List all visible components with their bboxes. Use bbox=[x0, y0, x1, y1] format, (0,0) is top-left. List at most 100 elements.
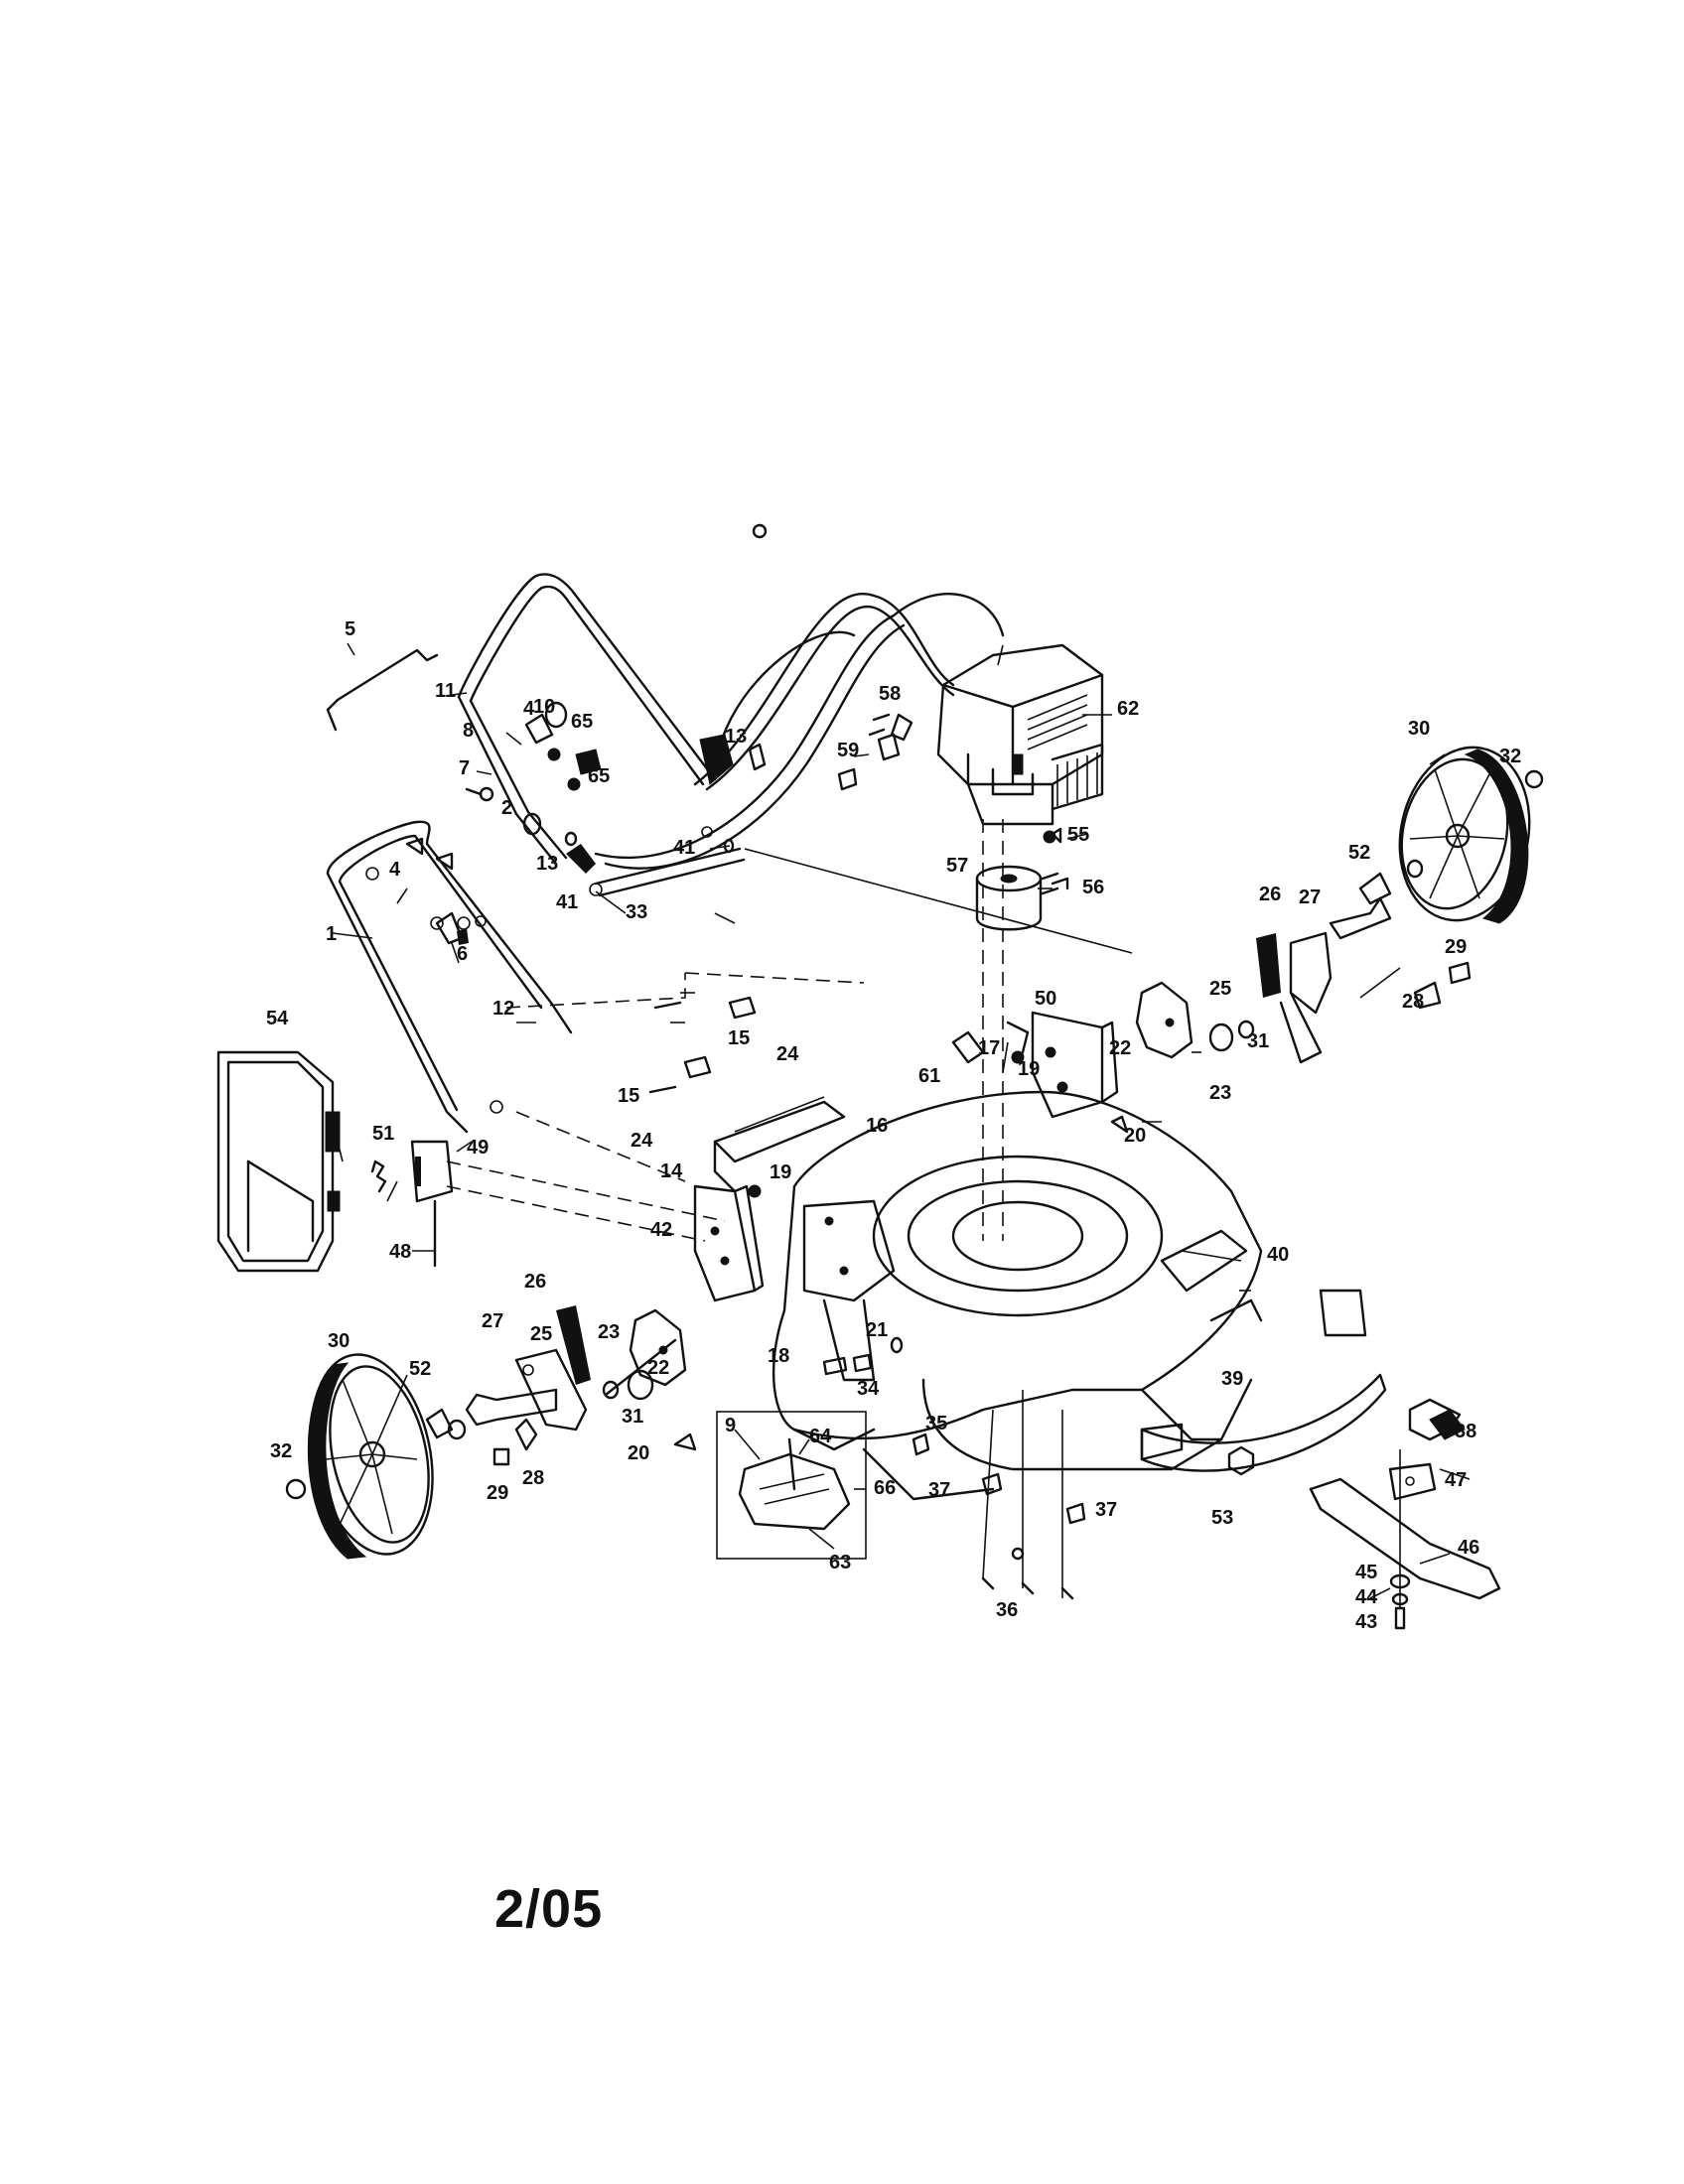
callout-26b: 26 bbox=[524, 1271, 546, 1293]
engine-drawing bbox=[936, 643, 1104, 826]
callout-31b: 31 bbox=[622, 1406, 643, 1428]
wire-rod-drawing bbox=[326, 648, 439, 732]
key-and-plug-drawing bbox=[868, 713, 1069, 890]
callout-41a: 41 bbox=[673, 837, 695, 859]
callout-38: 38 bbox=[1455, 1421, 1476, 1442]
mower-deck-drawing bbox=[772, 1090, 1263, 1501]
callout-57: 57 bbox=[946, 855, 968, 877]
spring-and-bracket-drawing bbox=[370, 1140, 454, 1268]
callout-51: 51 bbox=[372, 1123, 394, 1145]
callout-28b: 28 bbox=[522, 1467, 544, 1489]
left-height-adjuster-drawing bbox=[285, 1305, 687, 1500]
right-wheel-drawing bbox=[1398, 746, 1531, 924]
callout-19a: 19 bbox=[1018, 1058, 1040, 1080]
callout-24b: 24 bbox=[631, 1130, 653, 1152]
callout-48: 48 bbox=[389, 1241, 411, 1263]
callout-22b: 22 bbox=[647, 1357, 669, 1379]
callout-23a: 23 bbox=[1209, 1082, 1231, 1104]
callout-7: 7 bbox=[459, 757, 470, 779]
callout-28a: 28 bbox=[1402, 991, 1424, 1013]
callout-56: 56 bbox=[1082, 877, 1104, 898]
callout-24a: 24 bbox=[776, 1043, 799, 1065]
callout-61: 61 bbox=[918, 1065, 940, 1087]
callout-labels: 1 2 4 4 5 6 7 8 9 10 11 12 13 13 14 15 1… bbox=[266, 618, 1521, 1633]
callout-12: 12 bbox=[492, 998, 514, 1020]
callout-43: 43 bbox=[1355, 1611, 1377, 1633]
callout-46: 46 bbox=[1458, 1537, 1479, 1559]
callout-44: 44 bbox=[1355, 1586, 1378, 1608]
callout-10: 10 bbox=[533, 696, 555, 718]
callout-52b: 52 bbox=[409, 1358, 431, 1380]
callout-55: 55 bbox=[1067, 824, 1089, 846]
callout-31a: 31 bbox=[1247, 1030, 1269, 1052]
callout-35: 35 bbox=[925, 1413, 947, 1434]
date-code: 2/05 bbox=[494, 1879, 604, 1939]
callout-33: 33 bbox=[626, 901, 647, 923]
cable-control-kit-drawing bbox=[716, 1411, 867, 1560]
callout-65a: 65 bbox=[571, 711, 593, 733]
callout-30b: 30 bbox=[328, 1330, 350, 1352]
fasteners-drawing bbox=[405, 523, 1129, 1600]
callout-17: 17 bbox=[978, 1037, 1000, 1059]
callout-18: 18 bbox=[768, 1345, 789, 1367]
callout-30a: 30 bbox=[1408, 718, 1430, 740]
callout-23b: 23 bbox=[598, 1321, 620, 1343]
callout-34: 34 bbox=[857, 1378, 880, 1400]
callout-6: 6 bbox=[457, 943, 468, 965]
callout-leaders bbox=[332, 642, 1471, 1599]
callout-37a: 37 bbox=[928, 1479, 950, 1501]
callout-64: 64 bbox=[809, 1426, 832, 1447]
callout-20a: 20 bbox=[1124, 1125, 1146, 1147]
callout-26a: 26 bbox=[1259, 884, 1281, 905]
callout-62: 62 bbox=[1117, 698, 1139, 720]
callout-27a: 27 bbox=[1299, 887, 1321, 908]
callout-65b: 65 bbox=[588, 765, 610, 787]
callout-49: 49 bbox=[467, 1137, 489, 1159]
callout-42: 42 bbox=[650, 1219, 672, 1241]
blade-adapter-drawing bbox=[975, 865, 1043, 931]
callout-8: 8 bbox=[463, 720, 474, 742]
callout-59: 59 bbox=[837, 740, 859, 761]
callout-1: 1 bbox=[326, 923, 337, 945]
callout-36: 36 bbox=[996, 1599, 1018, 1621]
callout-2: 2 bbox=[501, 797, 512, 819]
callout-52a: 52 bbox=[1348, 842, 1370, 864]
assembly-dashed-lines bbox=[446, 819, 1401, 1608]
callout-29b: 29 bbox=[487, 1482, 508, 1504]
callout-22a: 22 bbox=[1109, 1037, 1131, 1059]
callout-45: 45 bbox=[1355, 1562, 1377, 1583]
callout-4b: 4 bbox=[523, 698, 535, 720]
callout-25b: 25 bbox=[530, 1323, 552, 1345]
callout-21: 21 bbox=[866, 1319, 888, 1341]
upper-handle-drawing bbox=[457, 573, 734, 866]
lower-handle-drawing bbox=[326, 820, 573, 1134]
height-bracket-drawings bbox=[693, 1011, 1119, 1302]
right-height-adjuster-drawing bbox=[1135, 769, 1544, 1064]
callout-32a: 32 bbox=[1499, 746, 1521, 767]
callout-29a: 29 bbox=[1445, 936, 1467, 958]
callout-11: 11 bbox=[435, 680, 456, 702]
callout-15b: 15 bbox=[618, 1085, 639, 1107]
callout-40: 40 bbox=[1267, 1244, 1289, 1266]
callout-25a: 25 bbox=[1209, 978, 1231, 1000]
grass-bag-frame-drawing bbox=[216, 1050, 341, 1273]
callout-66: 66 bbox=[874, 1477, 896, 1499]
callout-27b: 27 bbox=[482, 1310, 503, 1332]
callout-39: 39 bbox=[1221, 1368, 1243, 1390]
callout-53: 53 bbox=[1211, 1507, 1233, 1529]
callout-19b: 19 bbox=[770, 1161, 791, 1183]
callout-41b: 41 bbox=[556, 891, 578, 913]
rear-baffle-drawing bbox=[713, 1096, 896, 1382]
callout-63: 63 bbox=[829, 1552, 851, 1573]
callout-32b: 32 bbox=[270, 1440, 292, 1462]
callout-13a: 13 bbox=[725, 726, 747, 748]
callout-54: 54 bbox=[266, 1008, 289, 1029]
control-cables bbox=[594, 593, 1005, 870]
left-wheel-drawing bbox=[307, 1353, 434, 1560]
nut-drawing bbox=[1227, 1445, 1255, 1476]
callout-37b: 37 bbox=[1095, 1499, 1117, 1521]
callout-16: 16 bbox=[866, 1115, 888, 1137]
callout-13b: 13 bbox=[536, 853, 558, 875]
callout-50: 50 bbox=[1035, 988, 1056, 1010]
